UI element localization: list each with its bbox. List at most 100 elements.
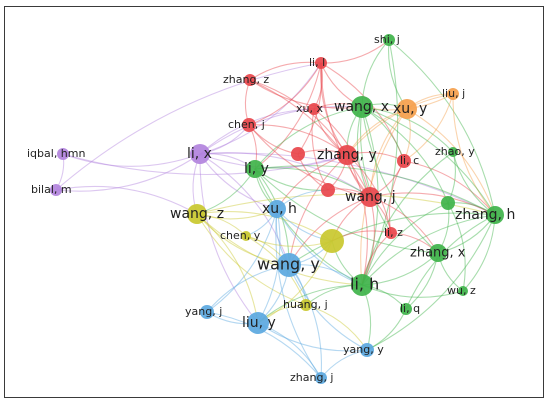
edge-chen_j-wang_j (248, 124, 371, 198)
edge-zhang_z-wang_x (249, 79, 363, 109)
node-label-zhang-x: zhang, x (410, 246, 466, 261)
edge-wang_z-li_h (196, 213, 363, 286)
node-n-yellow-a[interactable] (320, 229, 344, 253)
edge-shi_j-zhang_h (388, 39, 496, 216)
node-zhang-h[interactable] (486, 206, 504, 224)
edge-zhang_y-li_h (346, 154, 368, 286)
node-li-h[interactable] (351, 274, 373, 296)
node-zhang-x[interactable] (429, 244, 447, 262)
node-label-li-y: li, y (244, 161, 269, 177)
node-wang-y[interactable] (277, 253, 301, 277)
node-li-q[interactable] (400, 303, 412, 315)
edge-li_h-wu_z (361, 284, 464, 298)
node-yang-j[interactable] (200, 305, 214, 319)
node-n-green-a[interactable] (441, 196, 455, 210)
node-zhang-y[interactable] (337, 145, 357, 165)
node-label-wang-j: wang, j (345, 189, 396, 205)
node-layer (50, 34, 504, 384)
edge-zhang_h-yang_y (366, 214, 496, 351)
node-wang-j[interactable] (360, 187, 380, 207)
node-li-l[interactable] (315, 57, 327, 69)
edge-wang_x-zhang_x (361, 106, 439, 254)
node-label-zhang-z: zhang, z (223, 73, 269, 86)
edge-li_x-li_l (199, 62, 322, 155)
node-label-iqbal-hmn: iqbal, hmn (27, 147, 85, 160)
edge-bilal_m-wang_z (55, 185, 198, 215)
node-wang-z[interactable] (187, 204, 207, 224)
node-zhao-y[interactable] (448, 147, 458, 157)
node-xu-x[interactable] (308, 103, 320, 115)
node-label-yang-y: yang, y (343, 343, 384, 356)
edge-li_y-zhang_x (254, 168, 439, 254)
node-bilal-m[interactable] (50, 184, 62, 196)
node-zhang-j[interactable] (315, 372, 327, 384)
edge-zhang_z-wang_j (249, 79, 371, 198)
edge-yang_j-zhang_j (206, 311, 322, 379)
node-label-li-h: li, h (350, 275, 379, 294)
edge-wang_z-huang_j (196, 213, 307, 306)
edge-li_y-li_h (254, 168, 363, 286)
edge-xu_y-wang_j (369, 108, 408, 198)
edge-xu_y-zhang_h (406, 108, 496, 216)
node-label-bilal-m: bilal, m (31, 183, 72, 196)
node-shi-j[interactable] (383, 34, 395, 46)
edge-zhao_y-li_h (361, 151, 454, 286)
edge-liu_j-zhang_y (346, 93, 454, 156)
edge-zhang_h-wang_y (288, 212, 496, 266)
node-li-c[interactable] (397, 154, 411, 168)
edge-wang_z-zhang_h (196, 193, 496, 216)
node-label-li-c: li, c (400, 154, 419, 167)
node-chen-j[interactable] (242, 118, 256, 132)
edge-li_y-zhang_h (254, 165, 496, 216)
edge-xu_x-n_red_b (311, 108, 329, 191)
node-wang-x[interactable] (351, 96, 373, 118)
node-label-chen-j: chen, j (228, 118, 265, 131)
node-n-red-a[interactable] (291, 147, 305, 161)
node-zhang-z[interactable] (244, 74, 256, 86)
node-li-x[interactable] (190, 144, 210, 164)
node-li-z[interactable] (385, 227, 397, 239)
edge-liu_j-li_c (403, 93, 454, 162)
node-label-xu-h: xu, h (262, 201, 297, 217)
node-xu-h[interactable] (268, 200, 286, 218)
edge-iqbal_hmn-li_x (62, 153, 201, 167)
node-yang-y[interactable] (360, 343, 374, 357)
edge-iqbal_hmn-zhang_y (62, 153, 348, 176)
edge-wang_z-n_yellow_a (196, 211, 333, 242)
node-iqbal-hmn[interactable] (57, 148, 69, 160)
node-label-huang-j: huang, j (283, 298, 328, 311)
edge-bilal_m-li_l (55, 62, 322, 191)
edge-zhang_z-zhang_y (249, 79, 348, 156)
edge-li_l-shi_j (320, 39, 390, 64)
node-liu-y[interactable] (247, 312, 269, 334)
edge-li_x-wang_y (199, 153, 290, 266)
edge-li_h-liu_y (257, 284, 363, 324)
node-liu-j[interactable] (447, 88, 459, 100)
node-wu-z[interactable] (458, 286, 468, 296)
edge-shi_j-li_h (361, 39, 399, 286)
node-n-red-b[interactable] (321, 183, 335, 197)
node-chen-y[interactable] (241, 231, 251, 241)
node-label-wang-y: wang, y (257, 255, 320, 274)
edge-liu_j-zhang_h (452, 93, 496, 216)
edge-zhang_h-li_h (361, 214, 496, 286)
edge-li_x-zhang_y (199, 153, 348, 169)
node-xu-y[interactable] (397, 99, 417, 119)
node-label-wang-z: wang, z (170, 206, 224, 222)
edge-li_x-liu_y (199, 153, 259, 324)
edge-liu_y-zhang_j (257, 322, 322, 379)
node-huang-j[interactable] (300, 299, 312, 311)
edge-wang_x-zhao_y (361, 106, 454, 153)
edge-li_l-li_y (254, 62, 322, 170)
node-label-li-z: li, z (384, 226, 403, 239)
edge-li_l-zhang_z (249, 61, 322, 81)
node-li-y[interactable] (246, 160, 264, 178)
edge-bilal_m-li_x (55, 153, 201, 192)
edge-li_y-wang_j (254, 167, 371, 198)
edge-zhang_y-wang_y (288, 154, 348, 266)
node-label-liu-y: liu, y (242, 315, 276, 331)
edge-wang_x-li_z (359, 106, 392, 234)
edge-zhang_x-li_q (405, 252, 439, 310)
